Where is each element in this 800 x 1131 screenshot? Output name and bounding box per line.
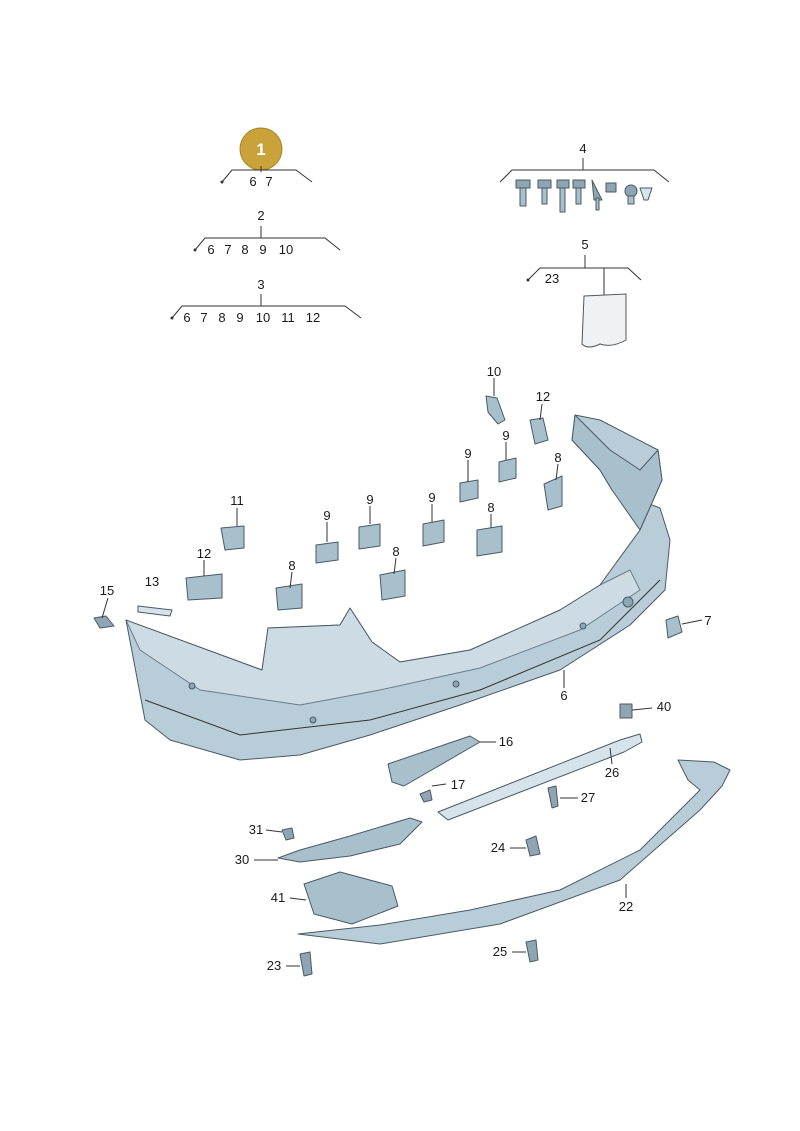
callout-27: 27 <box>581 790 595 805</box>
group-1-item-0: 6 <box>249 174 256 189</box>
group-5-item-0: 23 <box>545 271 559 286</box>
mounting-clips <box>93 395 683 639</box>
callout-9: 9 <box>502 428 509 443</box>
group-2-bracket: 2 6 7 8 9 10 <box>193 208 341 257</box>
callout-8: 8 <box>392 544 399 559</box>
group-4-label: 4 <box>579 141 586 156</box>
group-5-hardware-bag: 5 23 <box>526 237 642 348</box>
bumper-cover <box>125 414 671 761</box>
callout-11: 11 <box>230 493 244 508</box>
callout-25: 25 <box>493 944 507 959</box>
group-1-bracket: 6 7 <box>220 166 313 189</box>
callout-22: 22 <box>619 899 633 914</box>
callout-6: 6 <box>560 688 567 703</box>
callout-9: 9 <box>366 492 373 507</box>
callout-13: 13 <box>145 574 159 589</box>
group-3-item-2: 8 <box>218 310 225 325</box>
callout-17: 17 <box>451 777 465 792</box>
callout-15: 15 <box>100 583 114 598</box>
group-3-item-4: 10 <box>256 310 270 325</box>
group-2-item-1: 7 <box>224 242 231 257</box>
group-3-item-0: 6 <box>183 310 190 325</box>
lower-components <box>277 703 731 977</box>
bag-icon <box>581 293 627 348</box>
screw-icon <box>515 179 653 213</box>
group-4-screw-set: 4 <box>499 141 670 213</box>
callout-26: 26 <box>605 765 619 780</box>
group-2-item-3: 9 <box>259 242 266 257</box>
callout-31: 31 <box>249 822 263 837</box>
callout-8: 8 <box>554 450 561 465</box>
group-3-item-5: 11 <box>281 310 295 325</box>
group-2-item-0: 6 <box>207 242 214 257</box>
group-3-item-6: 12 <box>306 310 320 325</box>
group-3-bracket: 3 6 7 8 9 10 11 12 <box>170 277 362 325</box>
callout-30: 30 <box>235 852 249 867</box>
group-1-item-1: 7 <box>265 174 272 189</box>
callout-9: 9 <box>428 490 435 505</box>
callout-10: 10 <box>487 364 501 379</box>
group-3-item-3: 9 <box>236 310 243 325</box>
group-2-item-4: 10 <box>279 242 293 257</box>
kit-badge: 1 <box>239 127 283 171</box>
callout-23: 23 <box>267 958 281 973</box>
callout-9: 9 <box>464 446 471 461</box>
callout-9: 9 <box>323 508 330 523</box>
callout-12: 12 <box>536 389 550 404</box>
callout-16: 16 <box>499 734 513 749</box>
callout-8: 8 <box>487 500 494 515</box>
group-2-item-2: 8 <box>241 242 248 257</box>
callout-8: 8 <box>288 558 295 573</box>
callout-labels: 10 12 9 8 9 9 11 9 9 12 8 8 8 13 15 7 6 … <box>100 364 712 973</box>
badge-number: 1 <box>256 140 265 159</box>
callout-12: 12 <box>197 546 211 561</box>
group-3-item-1: 7 <box>200 310 207 325</box>
callout-7: 7 <box>704 613 711 628</box>
group-2-label: 2 <box>257 208 264 223</box>
callout-leaders <box>101 378 703 967</box>
callout-40: 40 <box>657 699 671 714</box>
group-3-label: 3 <box>257 277 264 292</box>
group-5-label: 5 <box>581 237 588 252</box>
callout-24: 24 <box>491 840 505 855</box>
callout-41: 41 <box>271 890 285 905</box>
